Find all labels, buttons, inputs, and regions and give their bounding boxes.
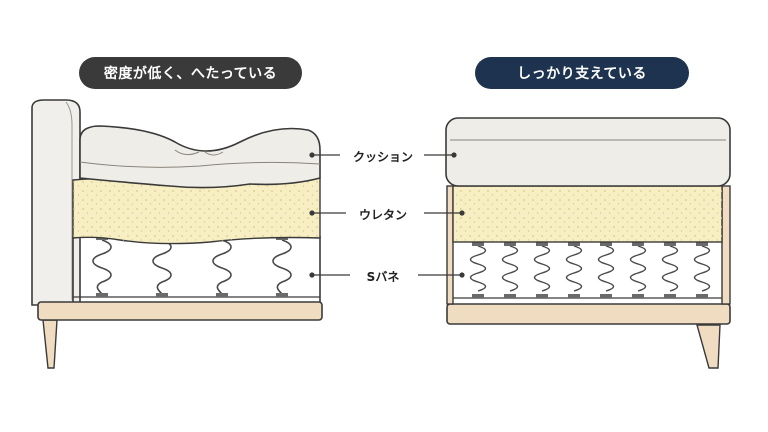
- label-urethane: ウレタン: [358, 208, 407, 222]
- label-connectors: [309, 152, 465, 278]
- label-cushion: クッション: [352, 150, 413, 164]
- left-cushion-layer: [79, 125, 321, 189]
- left-sofa-leg: [42, 319, 58, 369]
- right-springs: [469, 245, 711, 292]
- left-sofa: [31, 99, 323, 369]
- right-sofa: [445, 117, 731, 369]
- heading-supportive-sofa: しっかり支えている: [475, 57, 689, 89]
- label-s-spring: Sバネ: [366, 270, 400, 284]
- right-sofa-leg: [696, 324, 721, 369]
- left-sofa-base: [37, 301, 323, 321]
- right-cushion-layer: [445, 117, 731, 187]
- left-s-springs: [92, 239, 292, 295]
- left-sofa-arm: [31, 99, 81, 306]
- heading-worn-sofa: 密度が低く、へたっている: [79, 57, 302, 89]
- right-sofa-base: [446, 303, 731, 325]
